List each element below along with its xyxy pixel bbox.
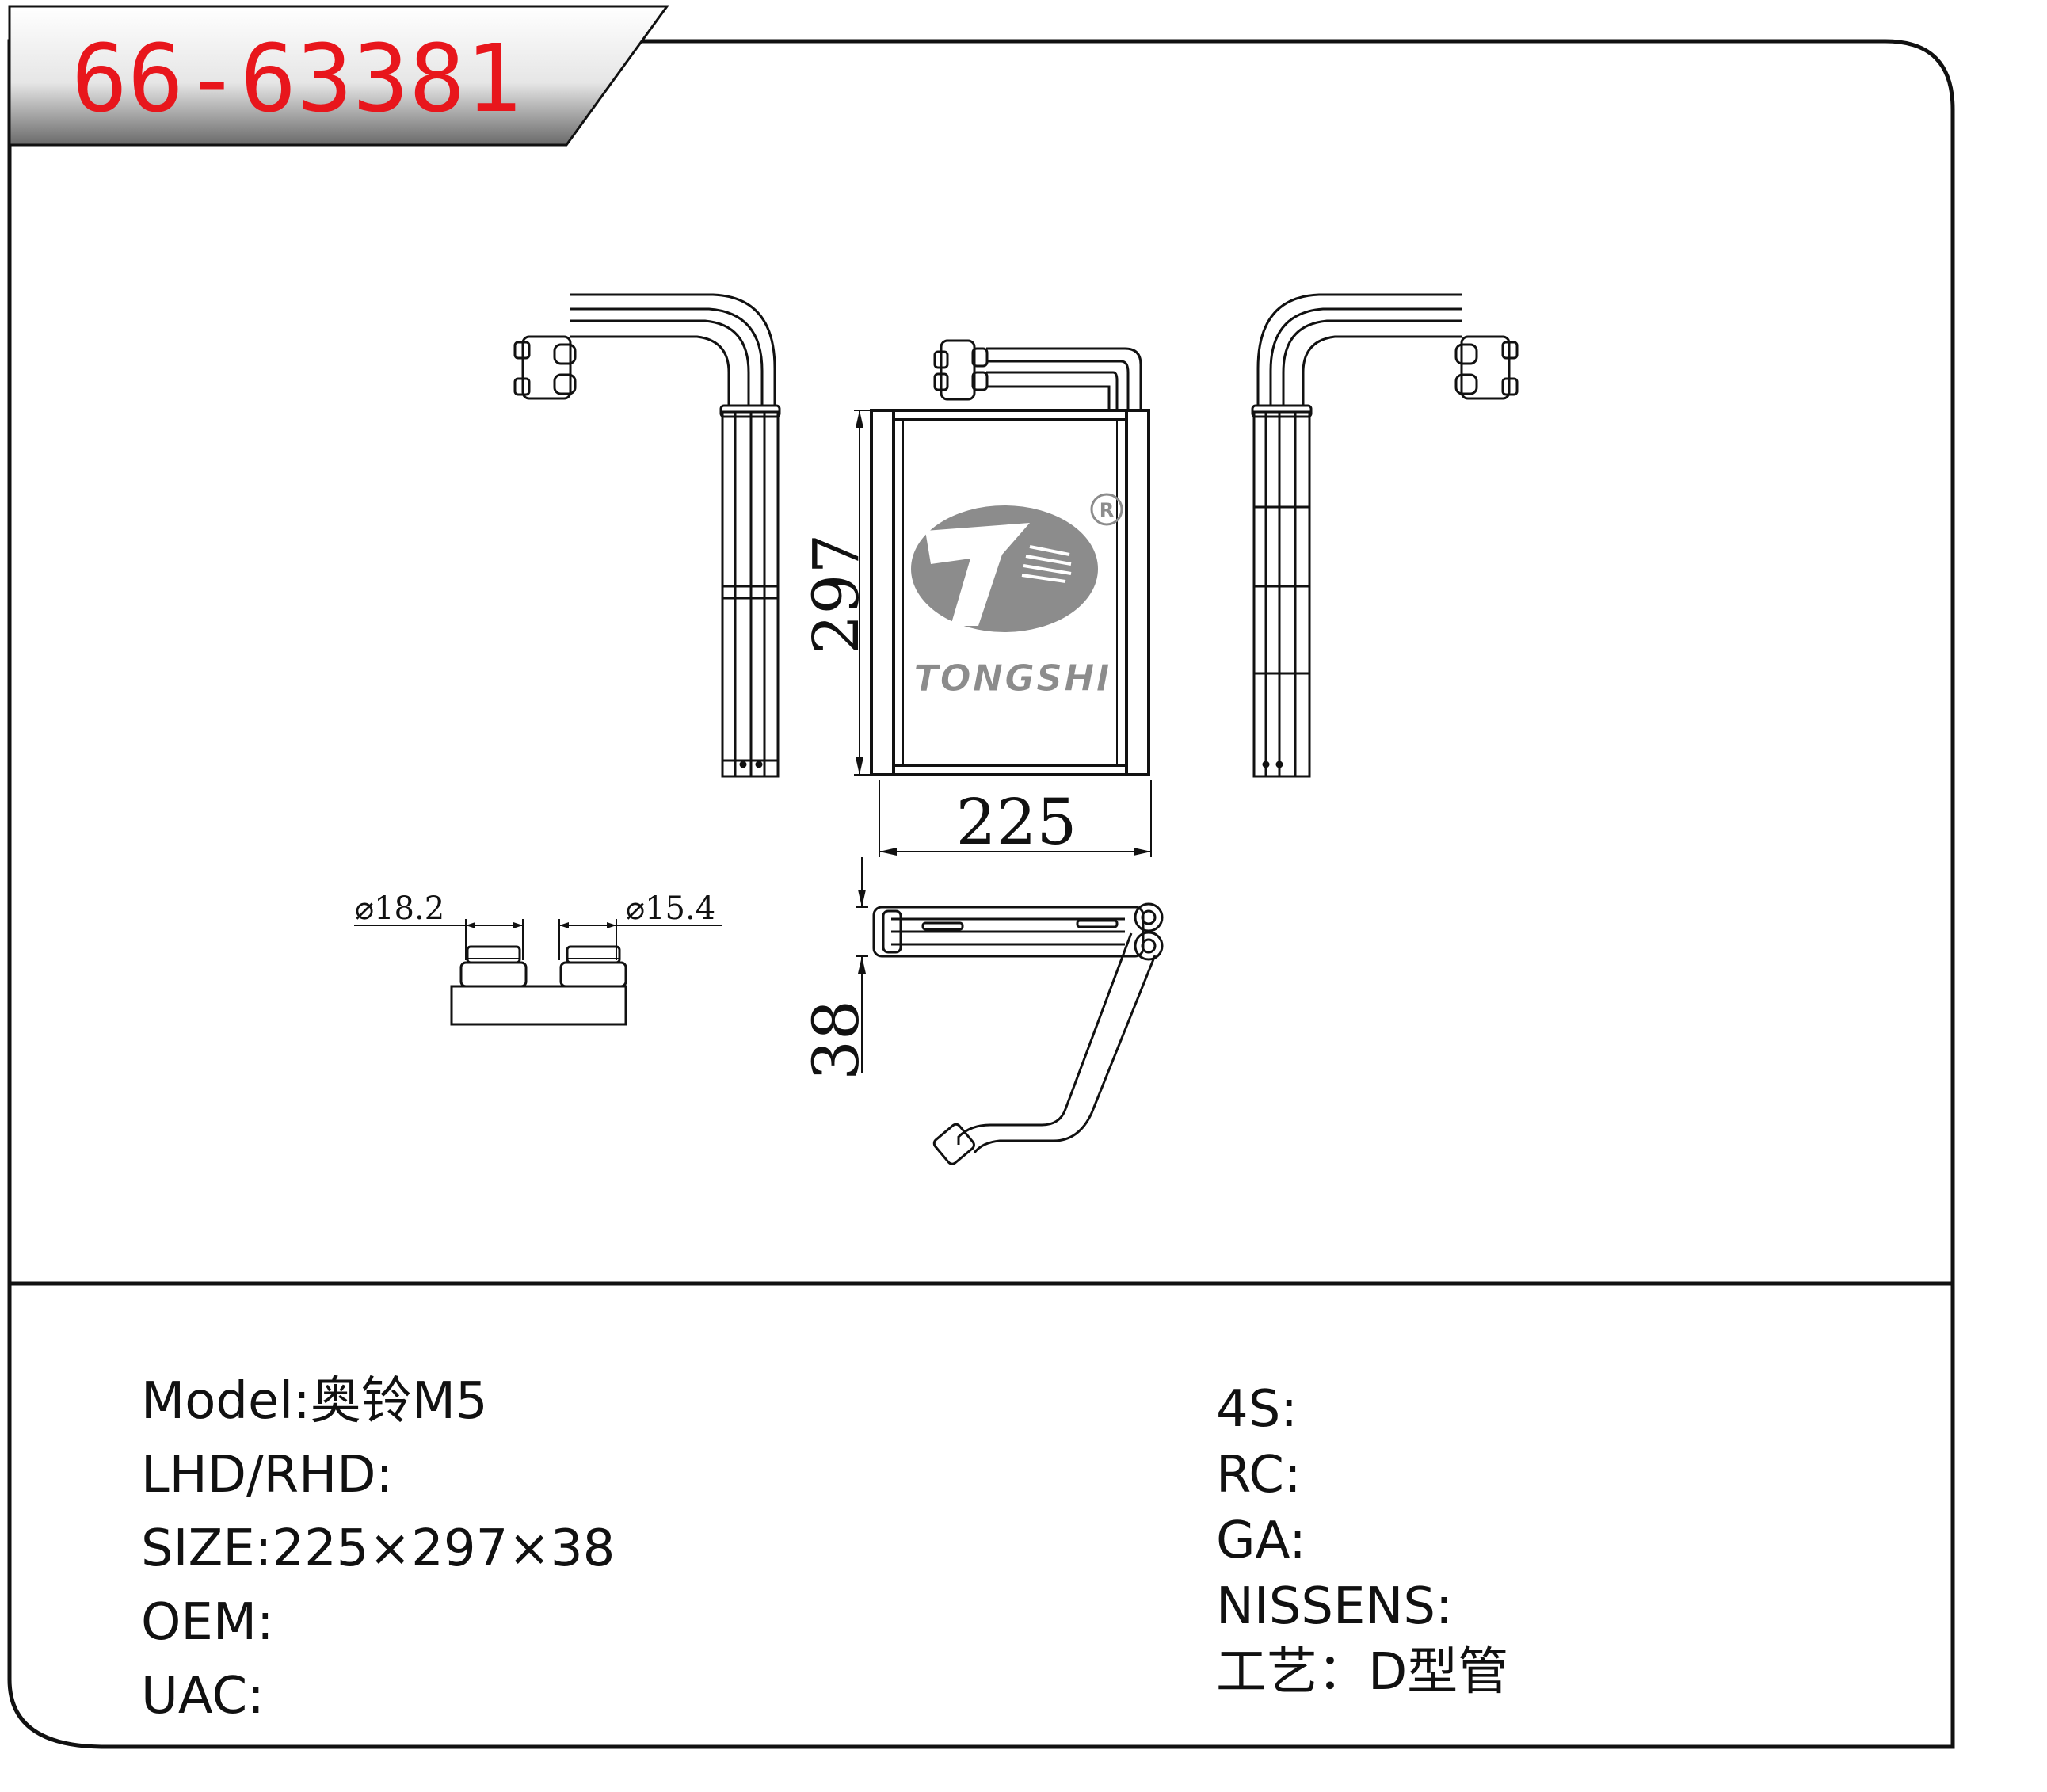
width-dimension <box>879 780 1152 857</box>
spec-right-value: D型管 <box>1368 1643 1508 1702</box>
part-number-tab <box>8 5 669 147</box>
left-side-view <box>513 293 781 778</box>
tongshi-logo: R TONGSHI <box>911 493 1123 700</box>
flange-detail <box>450 945 627 1026</box>
spec-right-label: RC <box>1216 1446 1284 1504</box>
spec-right-label: NISSENS <box>1216 1577 1435 1636</box>
pipe-diameter-1: ⌀18.2 <box>355 890 444 927</box>
spec-right-label: 4S <box>1216 1380 1280 1439</box>
registered-mark <box>1090 493 1123 526</box>
pipe-diameter-2: ⌀15.4 <box>626 890 715 927</box>
spec-left-value: 奥铃M5 <box>311 1372 488 1431</box>
right-side-view <box>1251 293 1519 778</box>
spec-right-row: 工艺：D型管 <box>1216 1643 1508 1702</box>
spec-left-row: Model:奥铃M5 <box>141 1372 488 1431</box>
spec-left-label: Model <box>141 1372 293 1431</box>
spec-left-row: UAC: <box>141 1667 265 1725</box>
right-tank <box>1125 409 1150 776</box>
spec-right-label: GA <box>1216 1512 1290 1570</box>
flange-dimensions <box>354 919 722 960</box>
spec-left-row: SIZE:225×297×38 <box>141 1519 615 1578</box>
spec-right-row: 4S: <box>1216 1380 1298 1439</box>
logo-t-mark <box>925 523 1030 626</box>
registered-mark-letter: R <box>1100 499 1114 521</box>
spec-left-row: OEM: <box>141 1593 274 1652</box>
spec-left-label: LHD/RHD <box>141 1446 376 1504</box>
height-value: 297 <box>799 534 873 655</box>
spec-left-label: OEM <box>141 1593 257 1652</box>
front-view <box>870 409 1150 776</box>
front-view-pipes <box>933 339 1142 410</box>
top-view <box>872 902 1164 1165</box>
spec-right-sep: : <box>1435 1577 1453 1636</box>
spec-left-row: LHD/RHD: <box>141 1446 393 1504</box>
spec-right-sep: : <box>1280 1380 1298 1439</box>
spec-right-sep: : <box>1284 1446 1302 1504</box>
left-tank <box>870 409 895 776</box>
spec-left-sep: : <box>255 1519 273 1578</box>
spec-left-value: 225×297×38 <box>272 1519 615 1578</box>
spec-left-sep: : <box>293 1372 311 1431</box>
width-value: 225 <box>956 785 1077 859</box>
logo-brand-name: TONGSHI <box>913 657 1111 700</box>
spec-left-sep: : <box>247 1667 265 1725</box>
spec-right-row: GA: <box>1216 1512 1306 1570</box>
specs-right: 4S:RC:GA:NISSENS:工艺：D型管 <box>1216 1380 1508 1702</box>
spec-right-sep: : <box>1289 1512 1306 1570</box>
depth-value: 38 <box>799 1000 873 1081</box>
spec-left-label: UAC <box>141 1667 247 1725</box>
logo-oval <box>911 505 1098 632</box>
spec-right-row: RC: <box>1216 1446 1302 1504</box>
depth-dimension <box>856 857 868 1073</box>
spec-left-sep: : <box>257 1593 274 1652</box>
spec-left-label: SIZE <box>141 1519 255 1578</box>
spec-right-label: 工艺 <box>1216 1643 1317 1702</box>
spec-left-sep: : <box>376 1446 394 1504</box>
specs-left: Model:奥铃M5LHD/RHD:SIZE:225×297×38OEM:UAC… <box>141 1372 615 1725</box>
height-dimension <box>854 410 871 776</box>
part-number: 66-63381 <box>71 24 521 133</box>
spec-right-row: NISSENS: <box>1216 1577 1453 1636</box>
sheet-frame <box>7 39 1955 1749</box>
spec-right-sep: ： <box>1317 1643 1368 1702</box>
